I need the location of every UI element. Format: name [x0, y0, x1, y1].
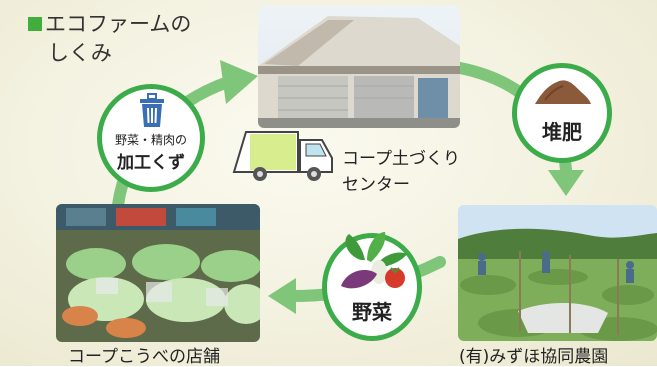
- arrowhead-to-center: [220, 60, 258, 104]
- badge-vegetables: 野菜: [322, 232, 422, 341]
- compost-center-label: コープ土づくり センター: [342, 149, 460, 195]
- soil-pile-icon: [535, 80, 591, 104]
- compost-center-photo: [258, 6, 460, 128]
- arrowhead-to-farm: [548, 170, 584, 196]
- diagram-title: エコファームの しくみ: [28, 10, 191, 68]
- truck-icon: [232, 131, 333, 181]
- store-label: コープこうべの店舗: [68, 347, 220, 367]
- trash-bin-icon: [140, 93, 164, 127]
- badge-processing-waste: 野菜・精肉の 加工くず: [97, 84, 205, 192]
- farm-label: (有)みずほ協同農園: [459, 347, 609, 367]
- title-bullet-icon: [28, 17, 42, 31]
- vegetables-icon: [341, 232, 407, 289]
- store-photo: [56, 204, 260, 342]
- farm-photo: [458, 205, 657, 341]
- arrowhead-to-store: [268, 278, 296, 314]
- badge-compost: 堆肥: [512, 63, 612, 163]
